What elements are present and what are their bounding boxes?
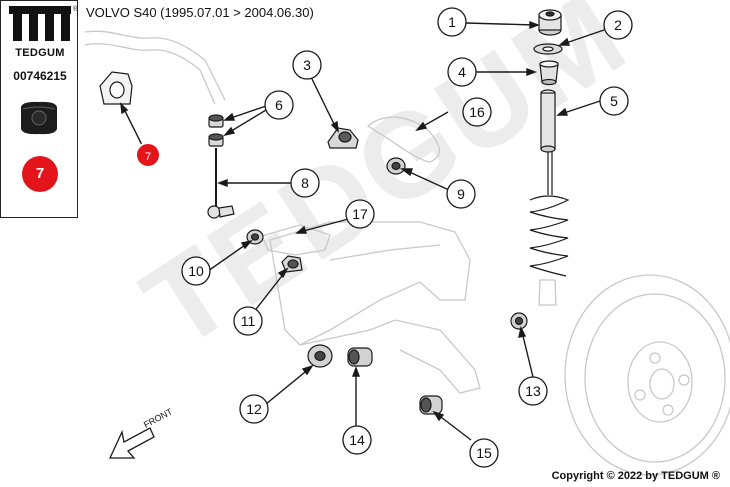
callout-5: 5 [610, 93, 618, 109]
callout-6: 6 [275, 97, 283, 113]
part-5-dust-boot [540, 89, 556, 153]
bushing-photo [21, 101, 57, 135]
callout-10: 10 [188, 263, 204, 279]
callout-12: 12 [246, 401, 262, 417]
callout-2: 2 [614, 17, 622, 33]
shock-lower [538, 279, 557, 306]
upper-arm [366, 116, 441, 163]
callout-3: 3 [303, 57, 311, 73]
callout-9: 9 [457, 186, 465, 202]
stabilizer-bar [84, 30, 226, 101]
part-7-sway-bar-bushing [99, 71, 133, 105]
page-title: VOLVO S40 (1995.07.01 > 2004.06.30) [86, 5, 314, 20]
part-6-link-bushings [208, 114, 224, 147]
callout-11: 11 [241, 313, 256, 329]
wheel-tire [564, 274, 730, 476]
part-13-bushing [510, 312, 528, 330]
tedgum-logo [9, 6, 71, 41]
copyright: Copyright © 2022 by TEDGUM ® [551, 470, 720, 482]
callout-1: 1 [448, 14, 456, 30]
part-1-top-mount [538, 9, 562, 36]
part-9-bushing [386, 157, 406, 175]
svg-text:®: ® [73, 5, 77, 13]
part-4-bump-stop [539, 60, 559, 86]
callout-13: 13 [525, 383, 541, 399]
part-number: 00746215 [13, 69, 67, 83]
front-arrow-icon [108, 427, 155, 459]
part-14-bushing [347, 347, 373, 367]
sidebar-panel: ® TEDGUM 00746215 7 [0, 0, 78, 218]
callout-15: 15 [476, 445, 492, 461]
part-15-bushing [419, 395, 443, 415]
callout-14: 14 [349, 432, 365, 448]
part-8-stabilizer-link [207, 148, 235, 219]
coil-spring [529, 150, 570, 277]
callout-16: 16 [469, 104, 485, 120]
part-2-washer [533, 43, 563, 55]
control-arm-17 [261, 224, 331, 256]
lower-frame [269, 221, 471, 346]
highlight-number: 7 [35, 165, 45, 182]
callout-4: 4 [458, 64, 466, 80]
callout-7: 7 [145, 151, 151, 163]
highlight-badge [22, 156, 58, 192]
part-3-bushing [327, 127, 359, 149]
part-12-bushing [307, 344, 333, 368]
callout-8: 8 [301, 175, 309, 191]
brand-name: TEDGUM [15, 47, 65, 59]
leader-lines [120, 20, 605, 441]
callout-circles [135, 7, 633, 468]
callout-17: 17 [352, 206, 368, 222]
